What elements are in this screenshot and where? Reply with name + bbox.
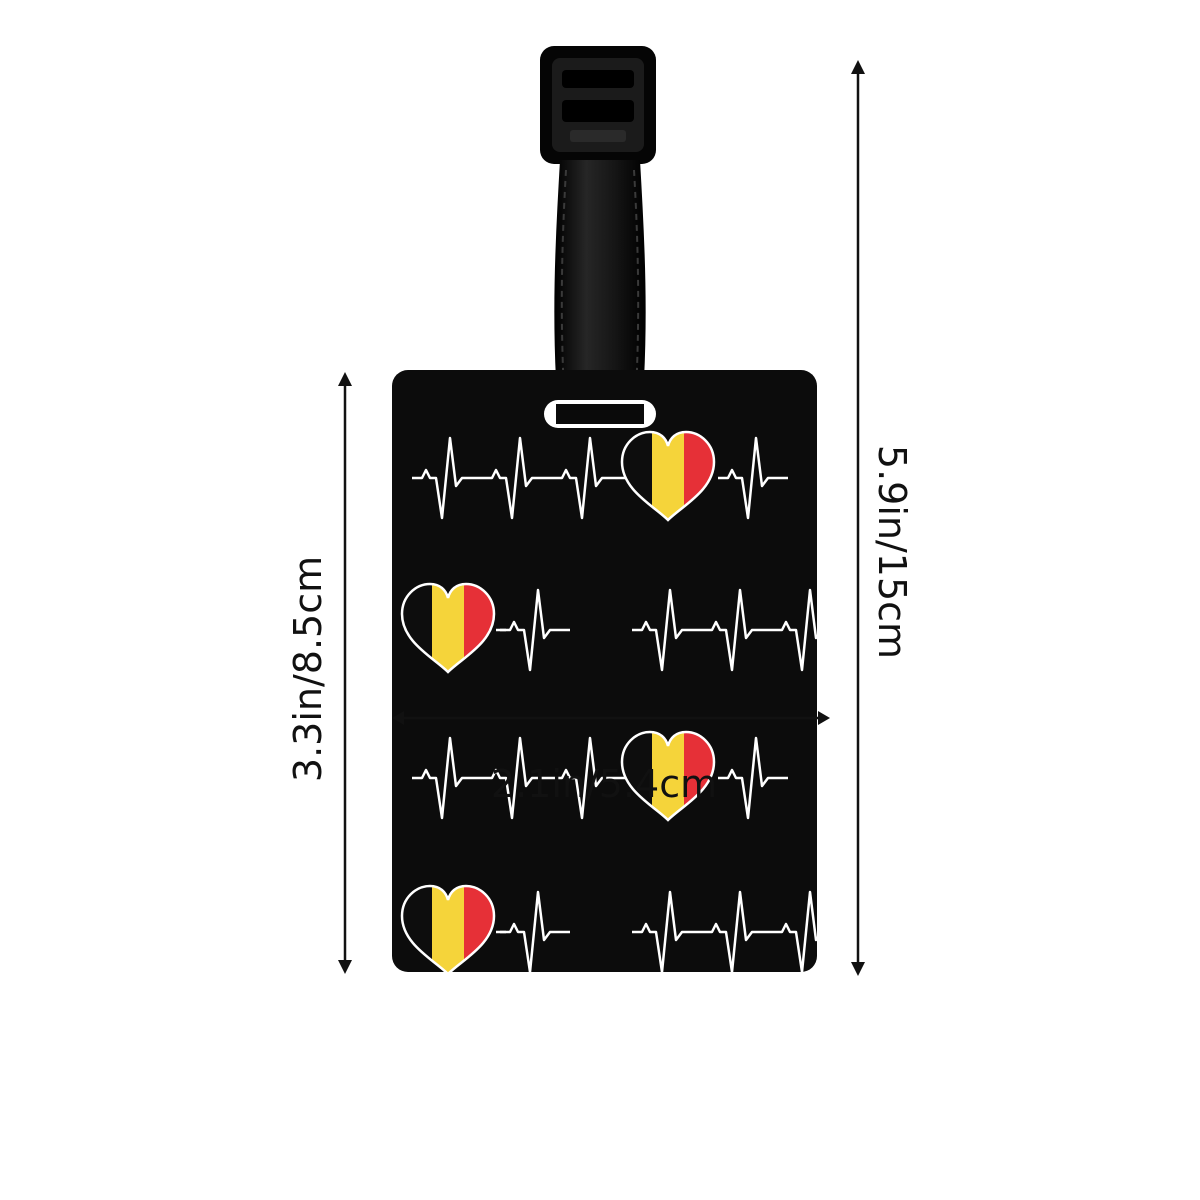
leather-strap [554,160,646,408]
heartbeat-line-icon [632,588,842,672]
dimension-arrow-total-height [851,60,865,976]
dimension-arrow-tag-height [338,372,352,974]
tag-pattern [400,430,842,976]
dimension-arrow-width [392,711,830,725]
heartbeat-line-icon [500,588,570,672]
heartbeat-line-icon [718,436,788,520]
heartbeat-line-icon [500,890,570,974]
tag-card [392,370,817,972]
total-height-dimension-label: 5.9in/15cm [870,444,914,660]
heartbeat-line-icon [412,436,622,520]
width-dimension-label: 2.1in/5.4cm [490,762,718,806]
heartbeat-line-icon [718,736,788,820]
strap-buckle [540,46,656,164]
tag-height-dimension-label: 3.3in/8.5cm [286,555,330,783]
belgian-flag-heart-icon [620,730,716,822]
heartbeat-line-icon [412,736,622,820]
heartbeat-line-icon [632,890,842,974]
